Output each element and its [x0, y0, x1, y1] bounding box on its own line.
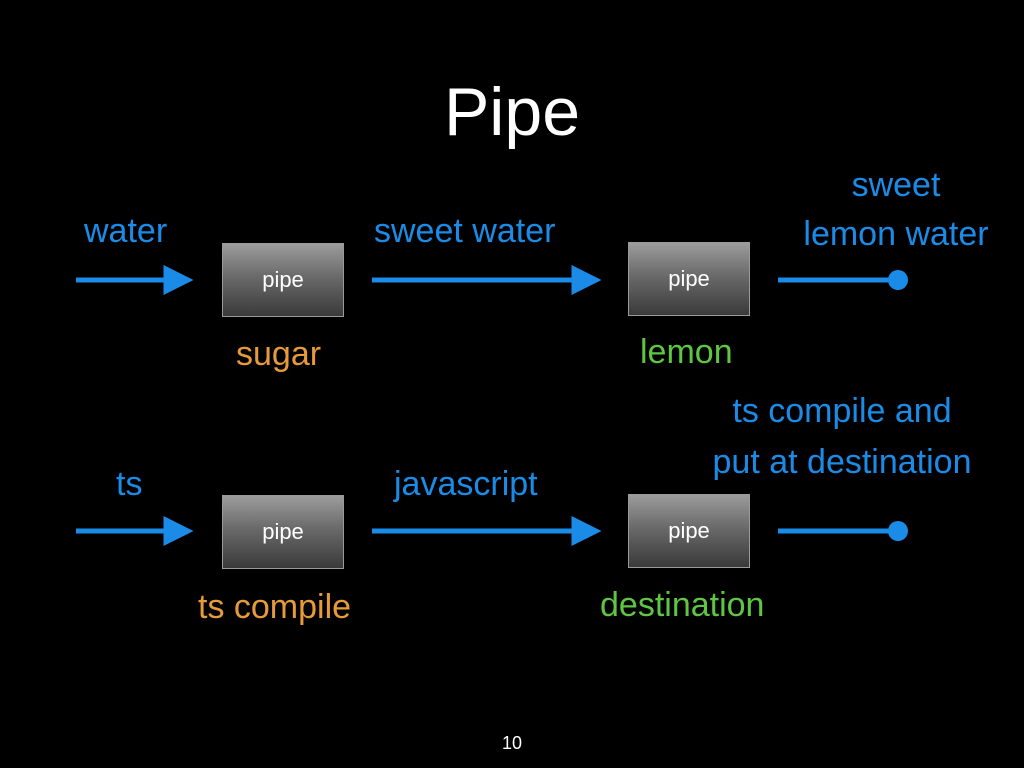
row2-pipe2-param: destination	[600, 586, 765, 624]
row1-pipe2-box: pipe	[628, 242, 750, 316]
row1-output-label-line2: lemon water	[803, 215, 989, 253]
row1-output-endpoint	[888, 270, 908, 290]
row2-pipe2-box: pipe	[628, 494, 750, 568]
row2-output-endpoint	[888, 521, 908, 541]
page-number: 10	[501, 733, 523, 753]
row1-input-label: water	[84, 212, 168, 250]
row1-pipe1-param: sugar	[236, 335, 322, 373]
row2-pipe1-param: ts compile	[198, 588, 352, 626]
row2-output-label-line2: put at destination	[712, 443, 972, 481]
row2-output-label-line1: ts compile and	[732, 392, 952, 430]
row2-input-label: ts	[116, 465, 143, 503]
row1-middle-label: sweet water	[374, 212, 556, 250]
row1-pipe1-box: pipe	[222, 243, 344, 317]
row1-pipe2-param: lemon	[640, 333, 733, 371]
row2-middle-label: javascript	[394, 465, 538, 503]
row2-pipe1-box: pipe	[222, 495, 344, 569]
slide-title: Pipe	[443, 74, 581, 150]
row1-output-label-line1: sweet	[851, 166, 941, 204]
